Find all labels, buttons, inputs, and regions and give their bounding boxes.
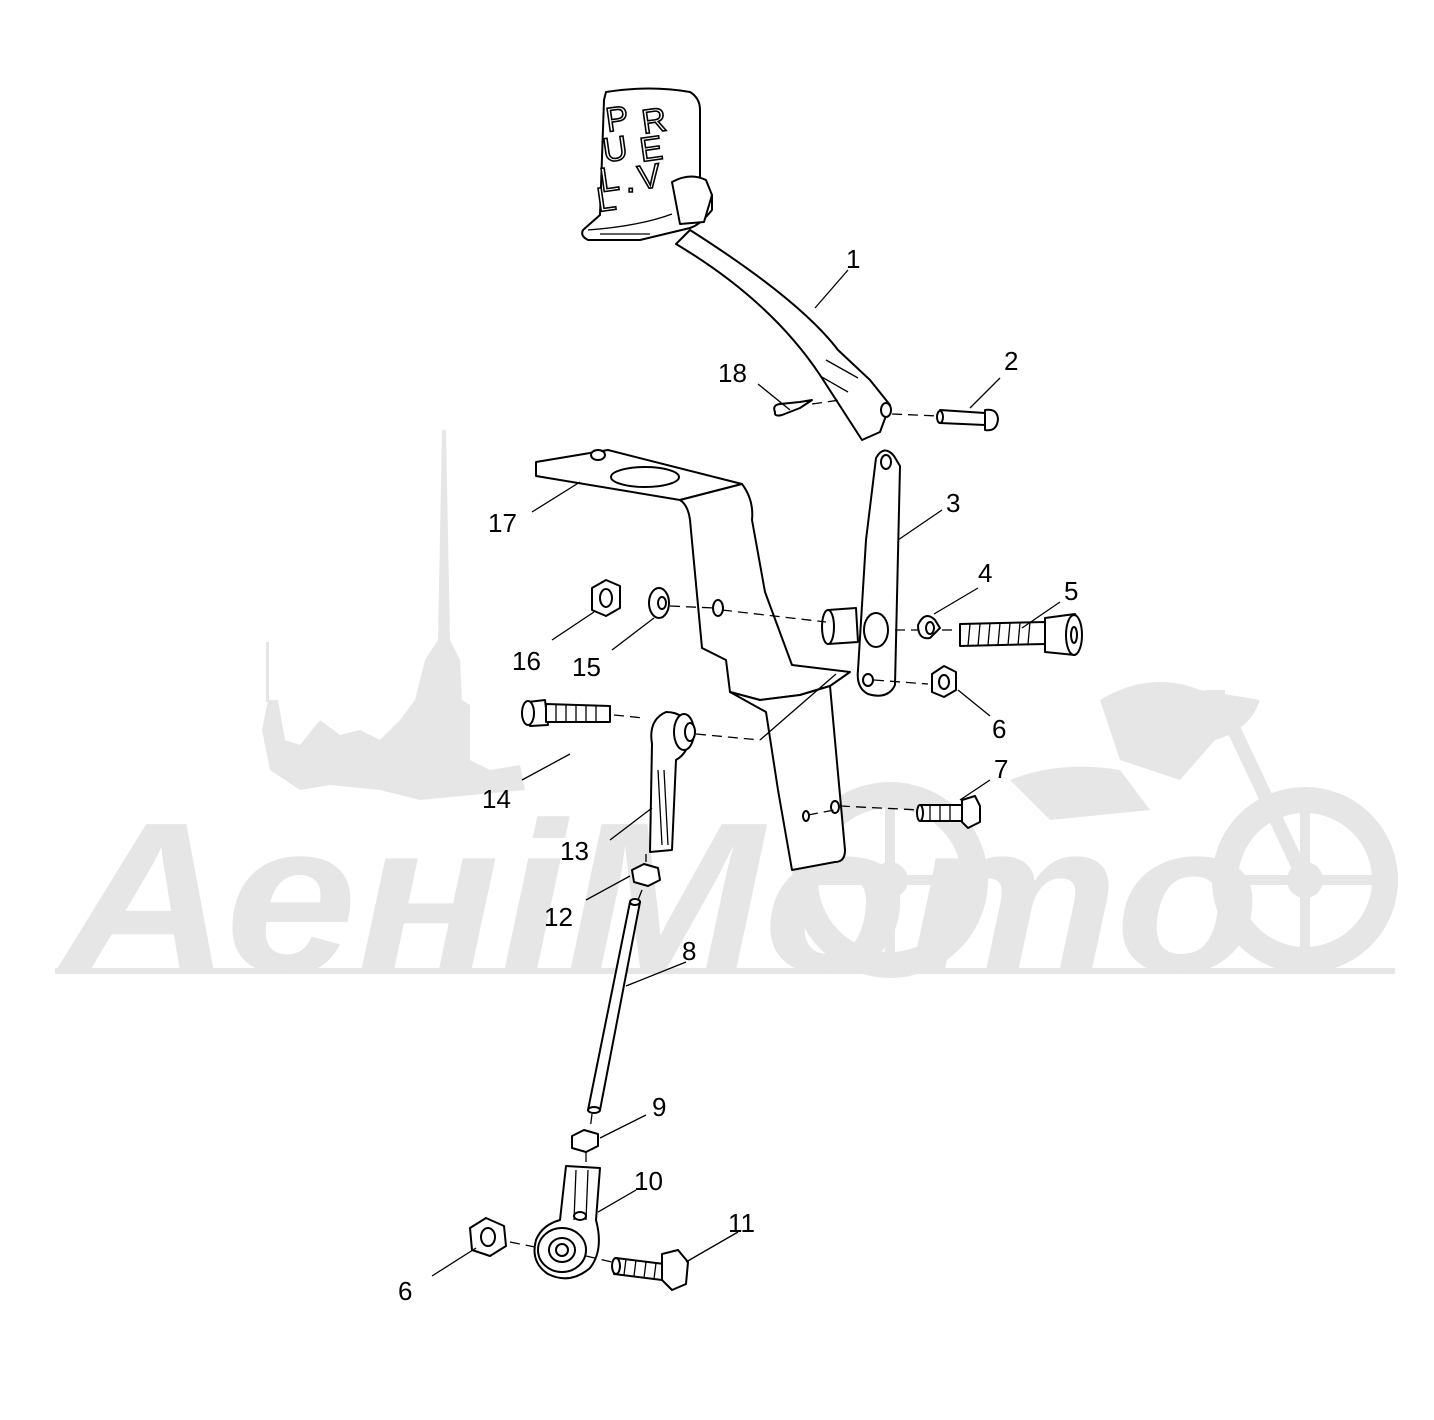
- leader-6a: [957, 689, 991, 717]
- handle-letter-u: U: [600, 129, 630, 170]
- leader-4: [933, 587, 979, 615]
- part-2-clevis-pin: [891, 408, 999, 432]
- callout-12: 12: [544, 902, 573, 932]
- callout-labels: 1 2 3 4 5 6 6 7 8 9 10 11 12 13 14 15 16…: [398, 244, 1078, 1306]
- part-5-cap-screw: [895, 613, 1083, 656]
- part-15-washer: [648, 587, 827, 623]
- leader-12: [585, 875, 631, 901]
- leader-11: [685, 1231, 739, 1263]
- part-1-handle-lever: P U L L R E V .: [581, 87, 892, 441]
- leader-17: [531, 481, 581, 513]
- leader-lines: [431, 269, 1061, 1277]
- callout-5: 5: [1064, 576, 1078, 606]
- leader-14: [521, 753, 571, 781]
- part-11-bolt: [585, 1249, 689, 1291]
- leader-1: [814, 269, 849, 309]
- leader-9: [599, 1114, 647, 1139]
- leader-3: [897, 509, 943, 541]
- part-16-nut: [591, 579, 621, 617]
- part-9-jam-nut: [571, 1129, 599, 1162]
- leader-10: [597, 1189, 637, 1213]
- callout-15: 15: [572, 652, 601, 682]
- callout-1: 1: [846, 244, 860, 274]
- part-6-lower-nut: [469, 1217, 541, 1257]
- watermark-skyline: [262, 430, 525, 800]
- callout-3: 3: [946, 488, 960, 518]
- callout-9: 9: [652, 1092, 666, 1122]
- handle-lettering: P U L L R E V .: [594, 98, 670, 220]
- callout-14: 14: [482, 784, 511, 814]
- leader-16: [551, 611, 595, 641]
- callout-13: 13: [560, 836, 589, 866]
- watermark-motorcycle: [792, 682, 1398, 978]
- leader-2: [969, 377, 1001, 409]
- callout-10: 10: [634, 1166, 663, 1196]
- leader-13: [609, 807, 653, 841]
- handle-letter-e: E: [637, 129, 665, 170]
- callout-18: 18: [718, 358, 747, 388]
- part-10-rod-end-lower: [533, 1165, 601, 1280]
- leader-5: [1021, 601, 1061, 629]
- handle-letter-p: P: [603, 99, 631, 140]
- leader-18: [757, 383, 791, 411]
- callout-17: 17: [488, 508, 517, 538]
- part-17-bracket: [535, 449, 859, 871]
- callout-2: 2: [1004, 346, 1018, 376]
- leader-7: [959, 779, 991, 801]
- callout-6-lower: 6: [398, 1276, 412, 1306]
- part-6-upper-nut: [873, 665, 957, 698]
- leader-6b: [431, 1247, 477, 1277]
- part-14-cap-screw: [521, 699, 645, 727]
- leader-8: [625, 961, 687, 987]
- callout-4: 4: [978, 558, 992, 588]
- part-12-jam-nut: [631, 854, 661, 887]
- part-7-bolt: [807, 795, 981, 829]
- callout-11: 11: [728, 1208, 755, 1238]
- callout-16: 16: [512, 646, 541, 676]
- watermark-underline: [55, 968, 1395, 974]
- callout-6-upper: 6: [992, 714, 1006, 744]
- callout-7: 7: [994, 754, 1008, 784]
- handle-dot: .: [626, 162, 635, 200]
- leader-15: [611, 617, 655, 651]
- part-13-rod-end-upper: [649, 711, 761, 853]
- part-8-rod: [587, 889, 643, 1131]
- part-3-link-arm: [856, 449, 901, 697]
- callout-8: 8: [682, 936, 696, 966]
- part-4-washer: [917, 615, 941, 640]
- part-18-cotter-pin: [773, 399, 841, 417]
